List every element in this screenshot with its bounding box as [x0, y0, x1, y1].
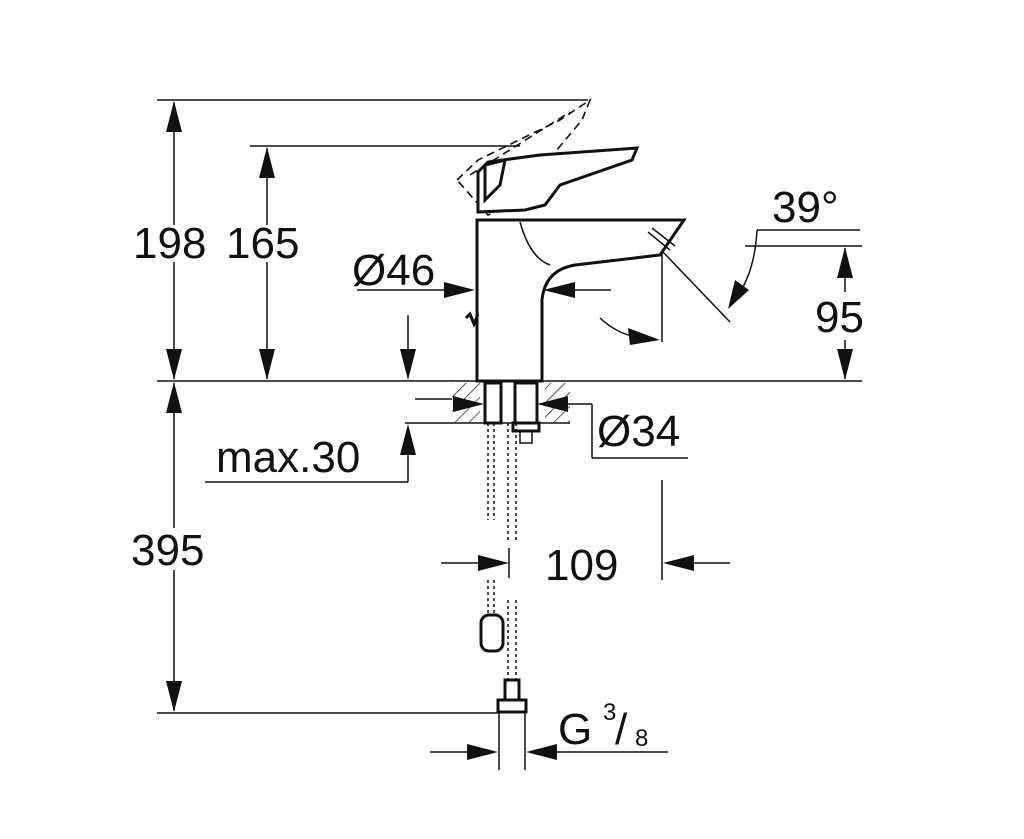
dim-body-diameter: Ø46: [352, 246, 611, 298]
label-thread-g: G: [558, 705, 592, 754]
label-198: 198: [133, 219, 206, 268]
label-d34: Ø34: [597, 407, 680, 456]
dim-max-deck: max.30: [205, 315, 416, 483]
dim-handle-height: 165: [226, 147, 299, 380]
label-thread-den: 8: [635, 725, 648, 752]
mounting-hardware: [479, 381, 541, 770]
label-39deg: 39°: [772, 183, 839, 232]
dim-spout-height: 95: [815, 247, 864, 380]
dim-handle-angle: 39°: [599, 183, 860, 345]
label-thread-num: 3: [603, 699, 616, 726]
label-95: 95: [815, 293, 864, 342]
label-109: 109: [545, 541, 618, 590]
label-d46: Ø46: [352, 246, 435, 295]
label-thread-slash: /: [615, 705, 628, 754]
handle: [476, 146, 640, 214]
dim-total-height: 198: [133, 101, 206, 380]
label-max30: max.30: [216, 433, 360, 482]
dim-thread: G 3 / 8: [430, 699, 668, 760]
label-395: 395: [131, 526, 204, 575]
faucet-body: [464, 218, 687, 383]
label-165: 165: [226, 219, 299, 268]
dim-hose-length: 395: [131, 382, 204, 712]
dim-hole-diameter: Ø34: [453, 396, 688, 459]
dim-spout-reach: 109: [441, 541, 730, 590]
